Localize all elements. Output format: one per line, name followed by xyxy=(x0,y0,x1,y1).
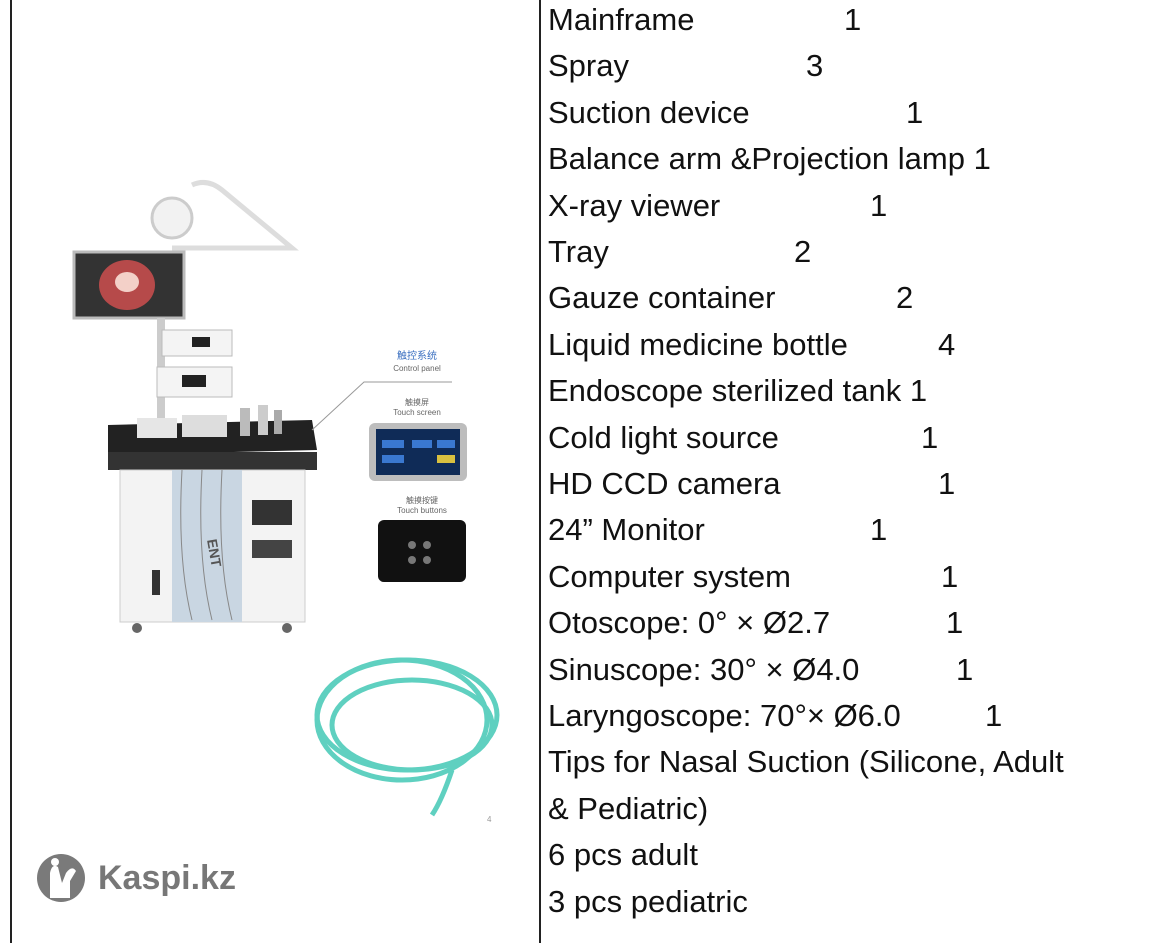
spec-row: Suction device 1 xyxy=(548,93,923,133)
spec-item: Endoscope sterilized tank 1 xyxy=(548,373,928,408)
spec-item: Liquid medicine bottle xyxy=(548,327,848,362)
spec-item: Balance arm &Projection lamp 1 xyxy=(548,141,991,176)
spec-row: Spray 3 xyxy=(548,46,823,86)
spec-item: 3 pcs pediatric xyxy=(548,884,748,919)
spec-qty: 1 xyxy=(941,559,959,594)
spec-qty: 1 xyxy=(985,698,1003,733)
product-image: ENT 4 触控系统 Control panel 触摸屏 Touch scree… xyxy=(12,0,540,943)
touch-buttons-label: Touch buttons xyxy=(397,506,447,515)
spec-qty: 2 xyxy=(794,234,812,269)
spec-item: & Pediatric) xyxy=(548,791,709,826)
spec-qty: 1 xyxy=(906,95,924,130)
spec-item: Suction device xyxy=(548,95,750,130)
spec-row: Laryngoscope: 70°× Ø6.0 1 xyxy=(548,696,1002,736)
column-divider xyxy=(539,0,541,943)
spec-qty: 1 xyxy=(938,466,956,501)
spec-item: Gauze container xyxy=(548,280,776,315)
spec-item: HD CCD camera xyxy=(548,466,781,501)
left-border xyxy=(10,0,12,943)
spec-row: Sinuscope: 30° × Ø4.0 1 xyxy=(548,650,973,690)
nasal-cannula-tube xyxy=(314,657,500,817)
spec-qty: 1 xyxy=(956,652,974,687)
kaspi-watermark-text: Kaspi.kz xyxy=(98,858,236,897)
spec-row: Liquid medicine bottle 4 xyxy=(548,325,955,365)
spec-qty: 1 xyxy=(921,420,939,455)
spec-item: Cold light source xyxy=(548,420,779,455)
spec-item: 6 pcs adult xyxy=(548,837,698,872)
spec-item: Sinuscope: 30° × Ø4.0 xyxy=(548,652,860,687)
spec-row: HD CCD camera 1 xyxy=(548,464,955,504)
spec-row: 24” Monitor 1 xyxy=(548,510,887,550)
ent-workstation-illustration: ENT 4 xyxy=(72,179,500,824)
spec-row: 3 pcs pediatric xyxy=(548,882,748,922)
spec-row: Otoscope: 0° × Ø2.7 1 xyxy=(548,603,963,643)
spec-item: Spray xyxy=(548,48,629,83)
spec-row: Computer system 1 xyxy=(548,557,958,597)
spec-row: & Pediatric) xyxy=(548,789,708,829)
spec-qty: 1 xyxy=(946,605,964,640)
touch-screen-cn-label: 触摸屏 xyxy=(405,398,429,407)
spec-qty: 1 xyxy=(870,188,888,223)
spec-qty: 3 xyxy=(806,48,824,83)
spec-item: Laryngoscope: 70°× Ø6.0 xyxy=(548,698,901,733)
spec-item: Computer system xyxy=(548,559,791,594)
spec-item: 24” Monitor xyxy=(548,512,705,547)
spec-row: Mainframe 1 xyxy=(548,0,861,40)
spec-row: X-ray viewer 1 xyxy=(548,186,887,226)
control-panel-cn-label: 触控系统 xyxy=(397,351,437,362)
spec-item: Otoscope: 0° × Ø2.7 xyxy=(548,605,831,640)
touch-buttons-cn-label: 触摸按键 xyxy=(406,496,438,505)
spec-item: X-ray viewer xyxy=(548,188,721,223)
spec-row: Balance arm &Projection lamp 1 xyxy=(548,139,991,179)
spec-item: Mainframe xyxy=(548,2,695,37)
spec-row: Cold light source 1 xyxy=(548,418,938,458)
kaspi-watermark: Kaspi.kz xyxy=(36,853,236,903)
spec-item: Tips for Nasal Suction (Silicone, Adult xyxy=(548,744,1064,779)
touch-screen-label: Touch screen xyxy=(393,408,441,417)
spec-row: 6 pcs adult xyxy=(548,835,698,875)
control-panel-label: Control panel xyxy=(393,364,441,373)
spec-qty: 2 xyxy=(896,280,914,315)
spec-row: Tray 2 xyxy=(548,232,811,272)
spec-row: Tips for Nasal Suction (Silicone, Adult xyxy=(548,742,1064,782)
spec-qty: 1 xyxy=(844,2,862,37)
page-number: 4 xyxy=(487,815,492,824)
spec-qty: 1 xyxy=(870,512,888,547)
spec-item: Tray xyxy=(548,234,609,269)
spec-row: Endoscope sterilized tank 1 xyxy=(548,371,927,411)
spec-row: Gauze container 2 xyxy=(548,278,913,318)
spec-qty: 4 xyxy=(938,327,956,362)
kaspi-logo-icon xyxy=(37,854,85,902)
cabinet-brand: ENT xyxy=(204,538,225,569)
